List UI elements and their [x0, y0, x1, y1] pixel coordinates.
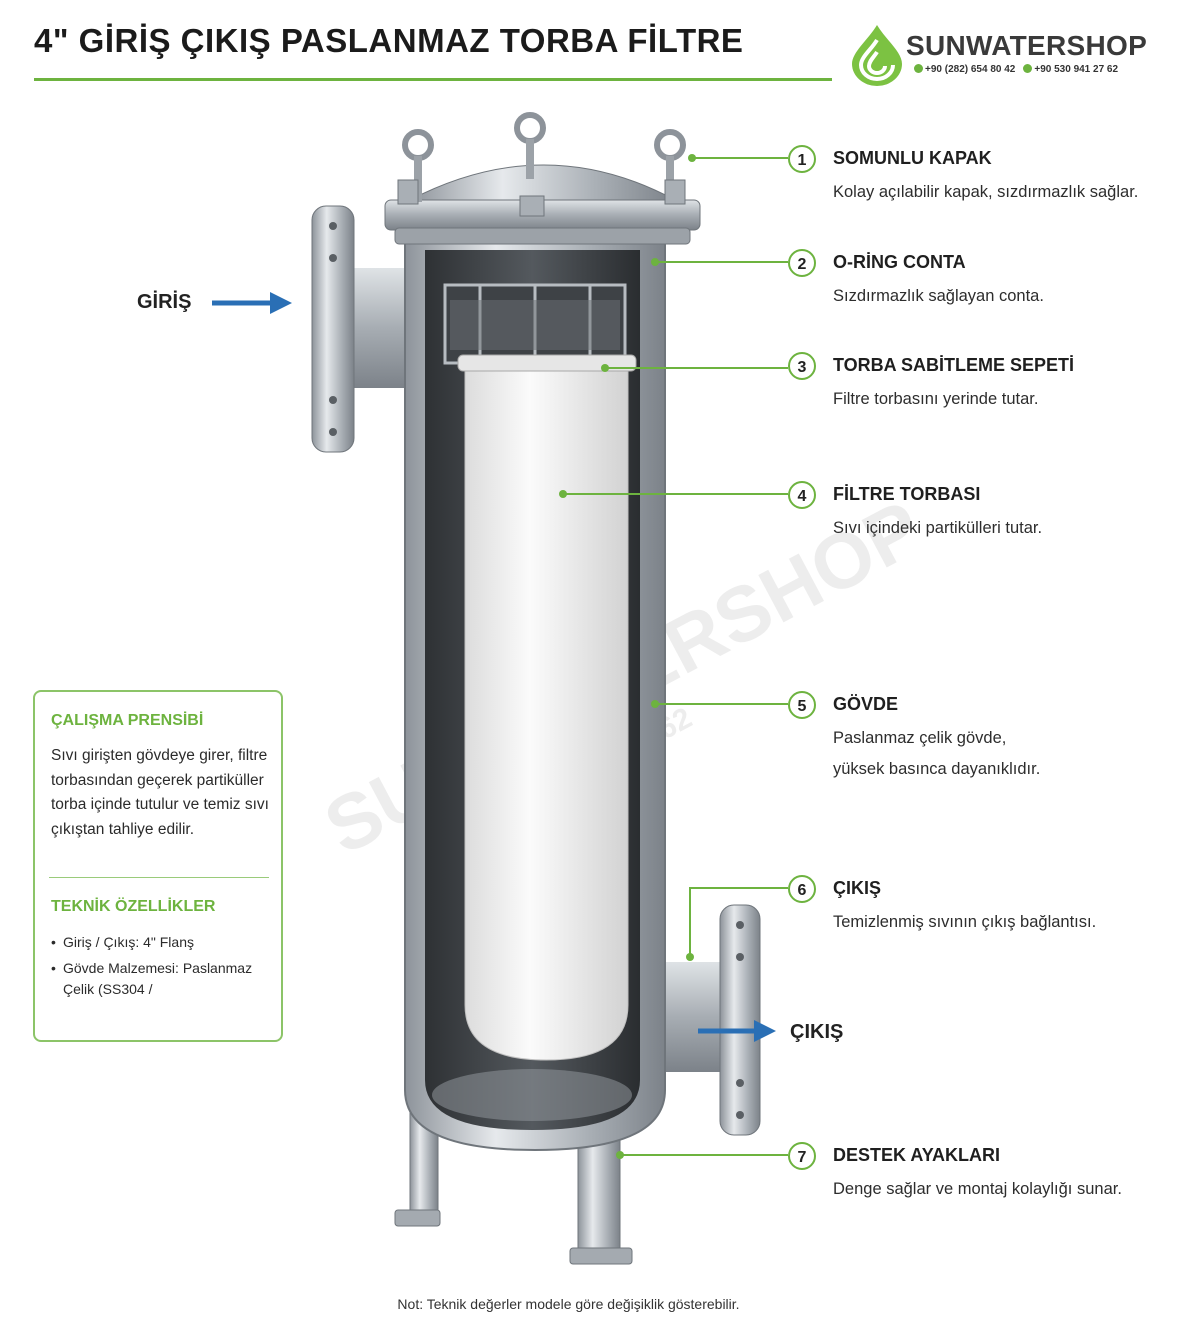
callout-desc: Denge sağlar ve montaj kolaylığı sunar.: [833, 1180, 1122, 1198]
callout-title: O-RİNG CONTA: [833, 252, 966, 272]
callout-desc: Filtre torbasını yerinde tutar.: [833, 390, 1039, 408]
callout-number: 4: [788, 481, 816, 509]
spec-item: Gövde Malzemesi: Paslanmaz Çelik (SS304 …: [49, 958, 277, 1000]
brand-logo: SUNWATERSHOP +90 (282) 654 80 42 +90 530 …: [848, 22, 1168, 88]
inlet-label: GİRİŞ: [137, 291, 192, 313]
spec-item: Giriş / Çıkış: 4" Flanş: [49, 932, 277, 953]
callout-desc: Kolay açılabilir kapak, sızdırmazlık sağ…: [833, 183, 1139, 201]
specs-title: TEKNİK ÖZELLİKLER: [51, 898, 216, 915]
title-underline: [34, 78, 832, 81]
water-drop-logo-icon: [852, 25, 902, 86]
info-divider: [49, 877, 269, 878]
outlet-flange: [650, 904, 761, 1136]
callout-number: 2: [788, 249, 816, 277]
callout-title: DESTEK AYAKLARI: [833, 1145, 1001, 1165]
leader-lines: [563, 157, 788, 1156]
principle-title: ÇALIŞMA PRENSİBİ: [51, 712, 204, 729]
callout-desc: Paslanmaz çelik gövde, yüksek basınca da…: [833, 729, 1041, 778]
callout-title: FİLTRE TORBASI: [833, 484, 981, 504]
principle-text: Sıvı girişten gövdeye girer, filtre torb…: [51, 747, 269, 838]
basket: [443, 283, 627, 365]
callout-number: 6: [788, 875, 816, 903]
callout-title: TORBA SABİTLEME SEPETİ: [833, 355, 1075, 375]
filter-bag: [464, 361, 629, 1061]
info-box: ÇALIŞMA PRENSİBİ Sıvı girişten gövdeye g…: [33, 690, 283, 1042]
outlet-arrow-icon: [698, 1020, 776, 1042]
page-title: 4" GİRİŞ ÇIKIŞ PASLANMAZ TORBA FİLTRE: [34, 22, 744, 59]
callout-desc: Temizlenmiş sıvının çıkış bağlantısı.: [833, 913, 1097, 931]
callout-number: 1: [788, 145, 816, 173]
callout-desc: Sıvı içindeki partikülleri tutar.: [833, 519, 1043, 537]
leader-dots: [559, 154, 696, 1159]
brand-phones: +90 (282) 654 80 42 +90 530 941 27 62: [914, 64, 1118, 75]
callout-title: SOMUNLU KAPAK: [833, 148, 992, 168]
brand-name: SUNWATERSHOP: [906, 30, 1148, 61]
whatsapp-icon: [914, 64, 923, 73]
callout-title: GÖVDE: [833, 694, 899, 714]
lid-assembly: [384, 112, 701, 245]
inlet-arrow-icon: [212, 292, 292, 314]
whatsapp-icon: [1023, 64, 1033, 73]
footer-note: Not: Teknik değerler modele göre değişik…: [397, 1296, 740, 1312]
outlet-label: ÇIKIŞ: [790, 1021, 844, 1043]
callout-number: 7: [788, 1142, 816, 1170]
callout-number: 3: [788, 352, 816, 380]
phone-1[interactable]: +90 (282) 654 80 42: [925, 64, 1016, 75]
specs-list: Giriş / Çıkış: 4" Flanş Gövde Malzemesi:…: [49, 932, 277, 1005]
phone-2[interactable]: +90 530 941 27 62: [1034, 64, 1119, 75]
callout-number: 5: [788, 691, 816, 719]
callout-title: ÇIKIŞ: [833, 878, 882, 898]
callout-desc: Sızdırmazlık sağlayan conta.: [833, 287, 1044, 305]
